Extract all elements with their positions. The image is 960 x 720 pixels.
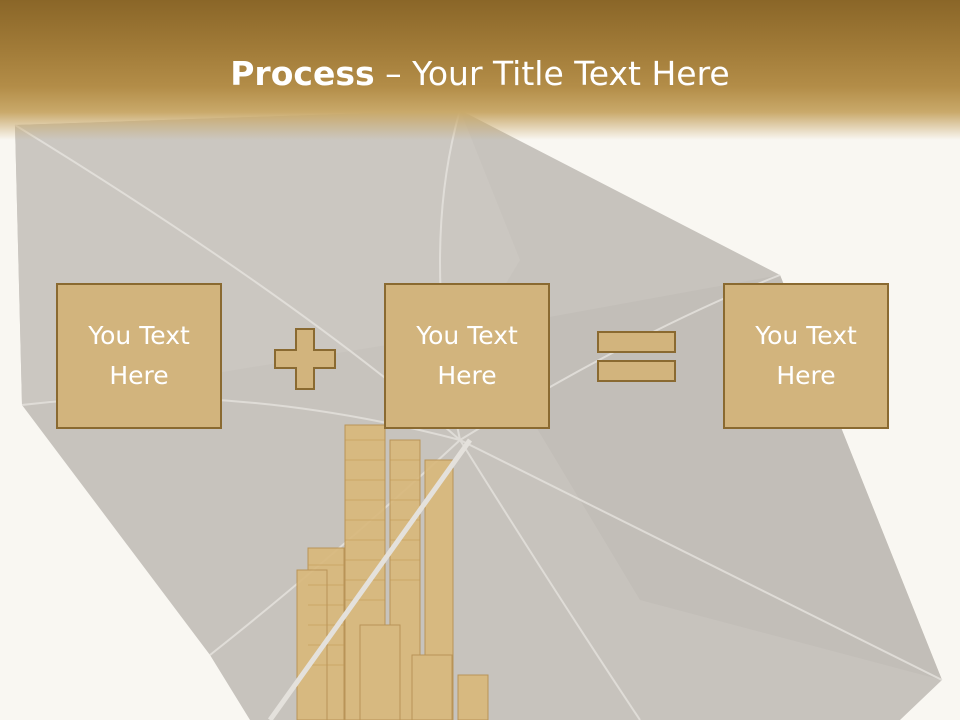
slide-title-rest: – Your Title Text Here [374,54,730,93]
slide-title-bold: Process [230,54,375,93]
process-box-3[interactable]: You Text Here [723,283,889,429]
plus-icon [274,328,336,390]
title-banner [0,0,960,140]
process-box-3-label: You Text Here [755,321,857,390]
process-box-1[interactable]: You Text Here [56,283,222,429]
process-box-2[interactable]: You Text Here [384,283,550,429]
process-box-2-label: You Text Here [416,321,518,390]
process-box-1-label: You Text Here [88,321,190,390]
slide-title: Process – Your Title Text Here [0,52,960,96]
equals-icon [597,331,676,382]
